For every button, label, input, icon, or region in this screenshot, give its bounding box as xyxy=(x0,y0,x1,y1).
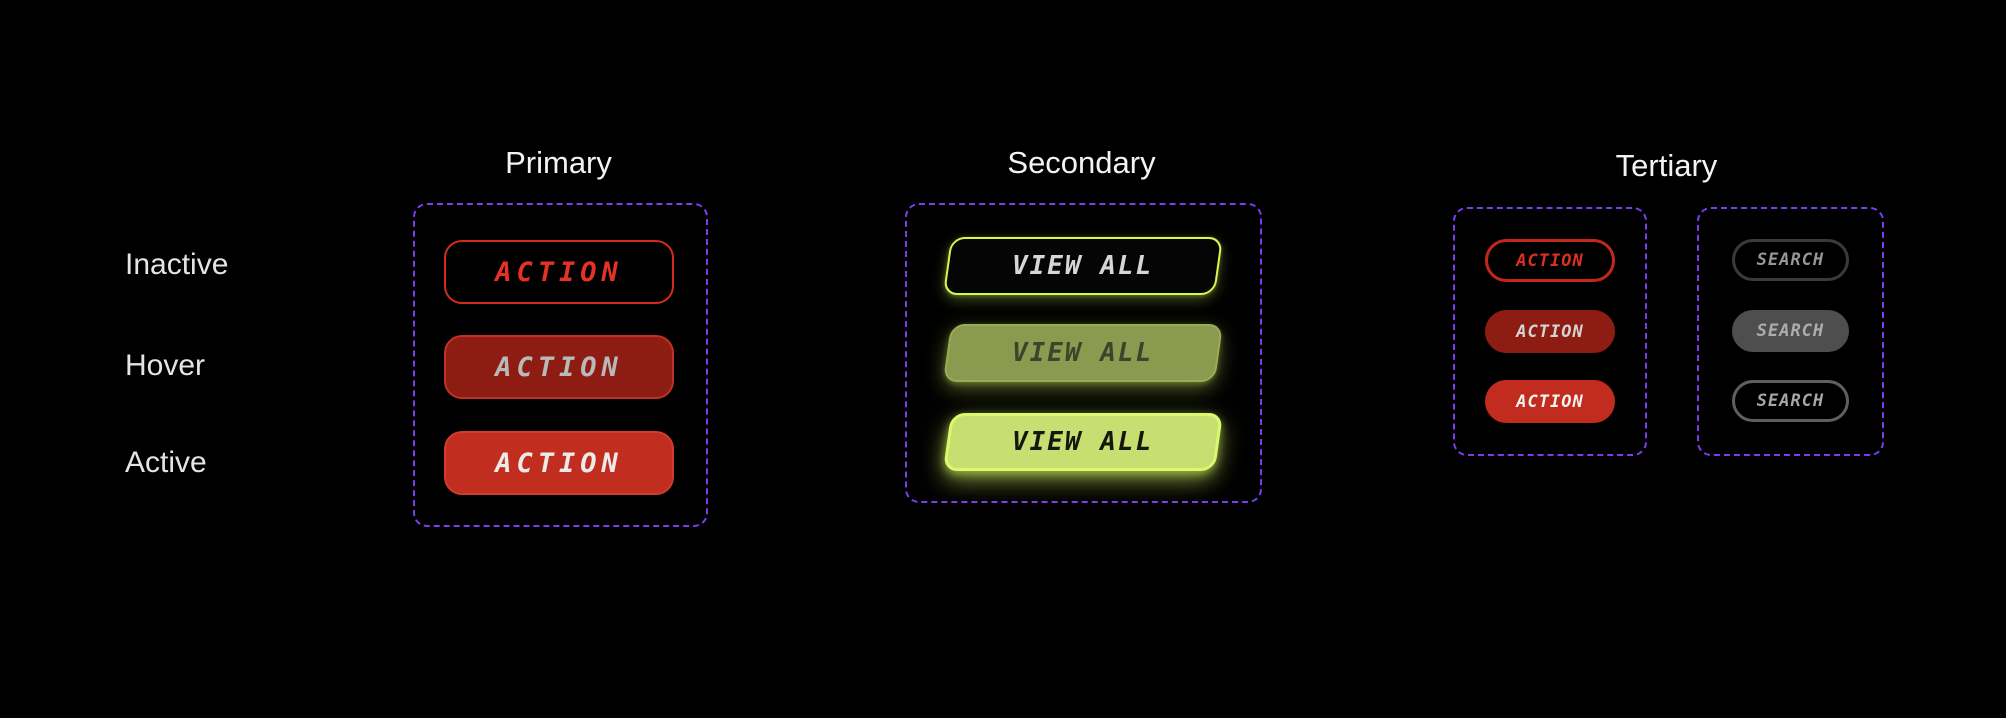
tertiary-search-button-hover[interactable]: SEARCH xyxy=(1732,310,1849,352)
primary-button-hover[interactable]: ACTION xyxy=(444,335,674,399)
tertiary-search-group-box: SEARCH SEARCH SEARCH xyxy=(1697,207,1884,456)
primary-button-active[interactable]: ACTION xyxy=(444,431,674,495)
column-title-secondary: Secondary xyxy=(1007,145,1156,180)
tertiary-search-button-inactive[interactable]: SEARCH xyxy=(1732,239,1849,281)
row-label-active: Active xyxy=(125,446,207,479)
secondary-button-hover[interactable]: VIEW ALL xyxy=(942,324,1224,382)
column-title-primary: Primary xyxy=(505,145,612,180)
secondary-button-inactive[interactable]: VIEW ALL xyxy=(942,237,1224,295)
primary-button-inactive[interactable]: ACTION xyxy=(444,240,674,304)
primary-group-box: ACTION ACTION ACTION xyxy=(413,203,708,527)
tertiary-action-button-inactive[interactable]: ACTION xyxy=(1485,239,1615,282)
secondary-button-label: VIEW ALL xyxy=(1012,251,1154,281)
tertiary-action-group-box: ACTION ACTION ACTION xyxy=(1453,207,1647,456)
row-label-hover: Hover xyxy=(125,349,206,382)
row-label-inactive: Inactive xyxy=(125,248,229,281)
secondary-group-box: VIEW ALL VIEW ALL VIEW ALL xyxy=(905,203,1262,503)
tertiary-action-button-active[interactable]: ACTION xyxy=(1485,380,1615,423)
tertiary-action-button-hover[interactable]: ACTION xyxy=(1485,310,1615,353)
column-title-tertiary: Tertiary xyxy=(1615,148,1718,183)
secondary-button-label: VIEW ALL xyxy=(1012,338,1154,368)
secondary-button-label: VIEW ALL xyxy=(1012,427,1154,457)
tertiary-search-button-active[interactable]: SEARCH xyxy=(1732,380,1849,422)
secondary-button-active[interactable]: VIEW ALL xyxy=(942,413,1224,471)
